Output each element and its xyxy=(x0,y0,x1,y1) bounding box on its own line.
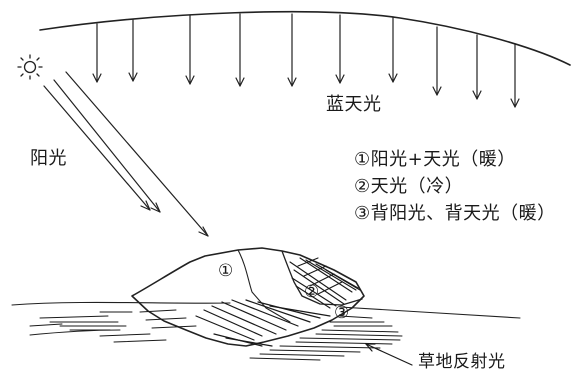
rock-shade-right xyxy=(289,257,361,309)
rock-outline xyxy=(131,247,365,347)
sunlight-arrow xyxy=(43,85,151,211)
rock-ridge xyxy=(237,249,291,323)
marker-2: ② xyxy=(304,282,320,302)
sunlight-label: 阳光 xyxy=(30,148,67,169)
grass-hatch xyxy=(29,309,403,361)
sky-arc xyxy=(39,10,571,66)
sunlight-arrow xyxy=(53,79,161,213)
skylight-arrow xyxy=(432,26,442,96)
legend-item: ②天光（冷） xyxy=(354,176,464,197)
skylight-arrows xyxy=(92,13,520,108)
skylight-arrow xyxy=(388,16,398,83)
skylight-arrow xyxy=(128,19,138,82)
sunlight-arrow xyxy=(65,71,209,237)
ground-line xyxy=(29,329,121,336)
skylight-arrow xyxy=(92,23,102,83)
skylight-arrow xyxy=(335,14,345,84)
skylight-arrow xyxy=(235,13,245,87)
skylight-arrow xyxy=(472,34,482,100)
marker-1: ① xyxy=(218,261,234,281)
rock-face-edge xyxy=(281,250,363,306)
sunlight-arrows xyxy=(43,71,209,237)
legend: ①阳光+天光（暖） ②天光（冷） ③背阳光、背天光（暖） xyxy=(354,146,556,227)
skylight-label: 蓝天光 xyxy=(326,94,382,115)
legend-item: ③背阳光、背天光（暖） xyxy=(354,203,556,224)
sun-icon xyxy=(17,54,43,80)
grass-reflect-arrow xyxy=(364,343,413,366)
ground-line xyxy=(339,306,521,319)
ground-line xyxy=(11,301,231,306)
marker-3: ③ xyxy=(334,303,350,323)
skylight-arrow xyxy=(185,14,195,85)
skylight-arrow xyxy=(510,43,520,108)
rock-shade-bottom xyxy=(195,299,331,347)
skylight-arrow xyxy=(287,13,297,87)
grass-label: 草地反射光 xyxy=(418,352,506,372)
legend-item: ①阳光+天光（暖） xyxy=(354,149,516,170)
